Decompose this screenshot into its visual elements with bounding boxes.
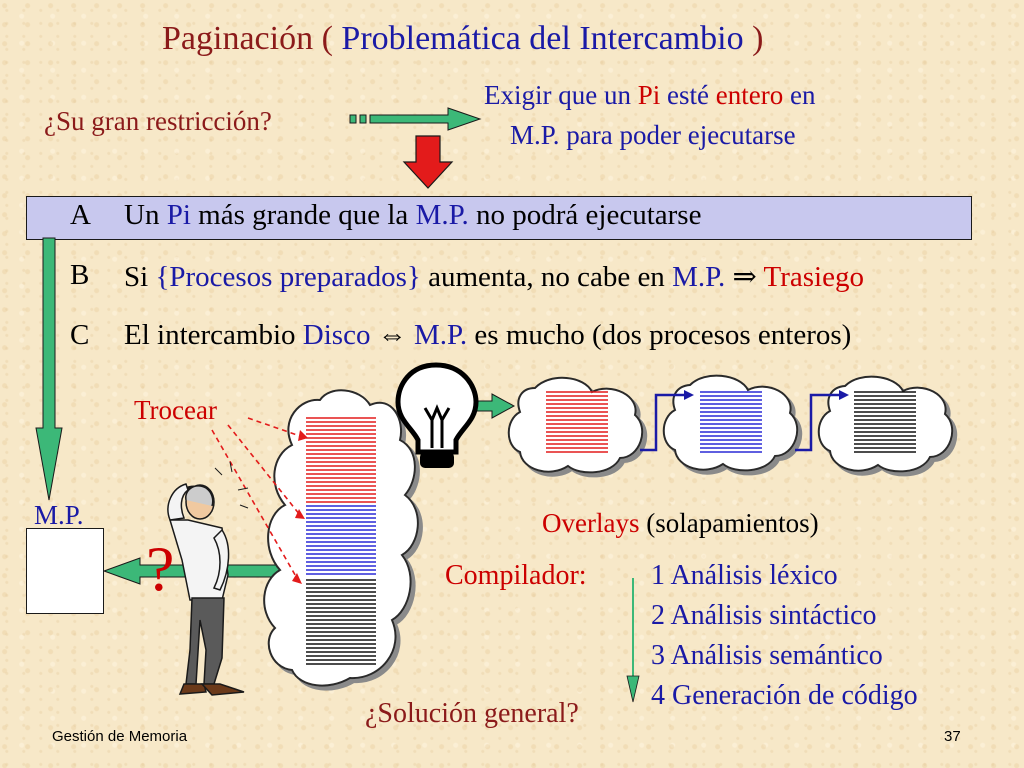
arrow-right-icon [684,390,694,400]
page-number: 37 [944,728,961,745]
overlay-black-stripes [854,391,916,453]
arrow-right-icon [349,107,482,131]
cloud-icon [662,374,799,472]
arrow-right-icon [839,390,849,400]
connector-arrow [795,393,841,452]
arrow-icon [295,509,305,519]
trocear-pointers [211,417,301,581]
page-title: Paginación ( Problemática del Intercambi… [162,20,764,57]
step-4: 4 Generación de código [651,680,918,711]
item-a-text: Un Pi más grande que la M.P. no podrá ej… [124,199,702,231]
arrow-icon [298,430,308,441]
overlays-label: Overlays (solapamientos) [542,508,819,538]
arrow-down-icon [402,135,454,189]
process-stripes [306,417,376,665]
arrow-down-icon [626,578,640,703]
item-b-text: Si {Procesos preparados} aumenta, no cab… [124,261,864,293]
lightbulb-icon [395,362,479,468]
arrow-down-icon [35,237,63,501]
step-3: 3 Análisis semántico [651,640,883,671]
connector-arrow [640,393,686,452]
restriction-question: ¿Su gran restricción? [44,106,272,136]
restriction-answer-line2: M.P. para poder ejecutarse [510,120,796,150]
cloud-icon [507,376,644,474]
item-c-text: El intercambio Disco ⇔ M.P. es mucho (do… [124,319,852,351]
thinking-man-icon [167,461,249,696]
item-c-letter: C [70,319,90,351]
question-mark: ? [146,533,175,604]
item-b-letter: B [70,259,90,291]
overlay-blue-stripes [700,391,762,453]
item-a-letter: A [70,199,91,231]
step-2: 2 Análisis sintáctico [651,600,877,631]
restriction-answer-line1: Exigir que un Pi esté entero en [484,80,816,110]
footer-title: Gestión de Memoria [52,728,188,745]
trocear-label: Trocear [134,395,217,425]
arrow-icon [292,573,302,584]
overlay-red-stripes [546,391,608,453]
step-1: 1 Análisis léxico [651,560,838,591]
compilador-label: Compilador: [445,560,587,591]
mp-label: M.P. [34,500,84,530]
main-memory-box [26,528,104,614]
solucion-general: ¿Solución general? [365,698,579,729]
item-a-highlight [26,196,972,240]
